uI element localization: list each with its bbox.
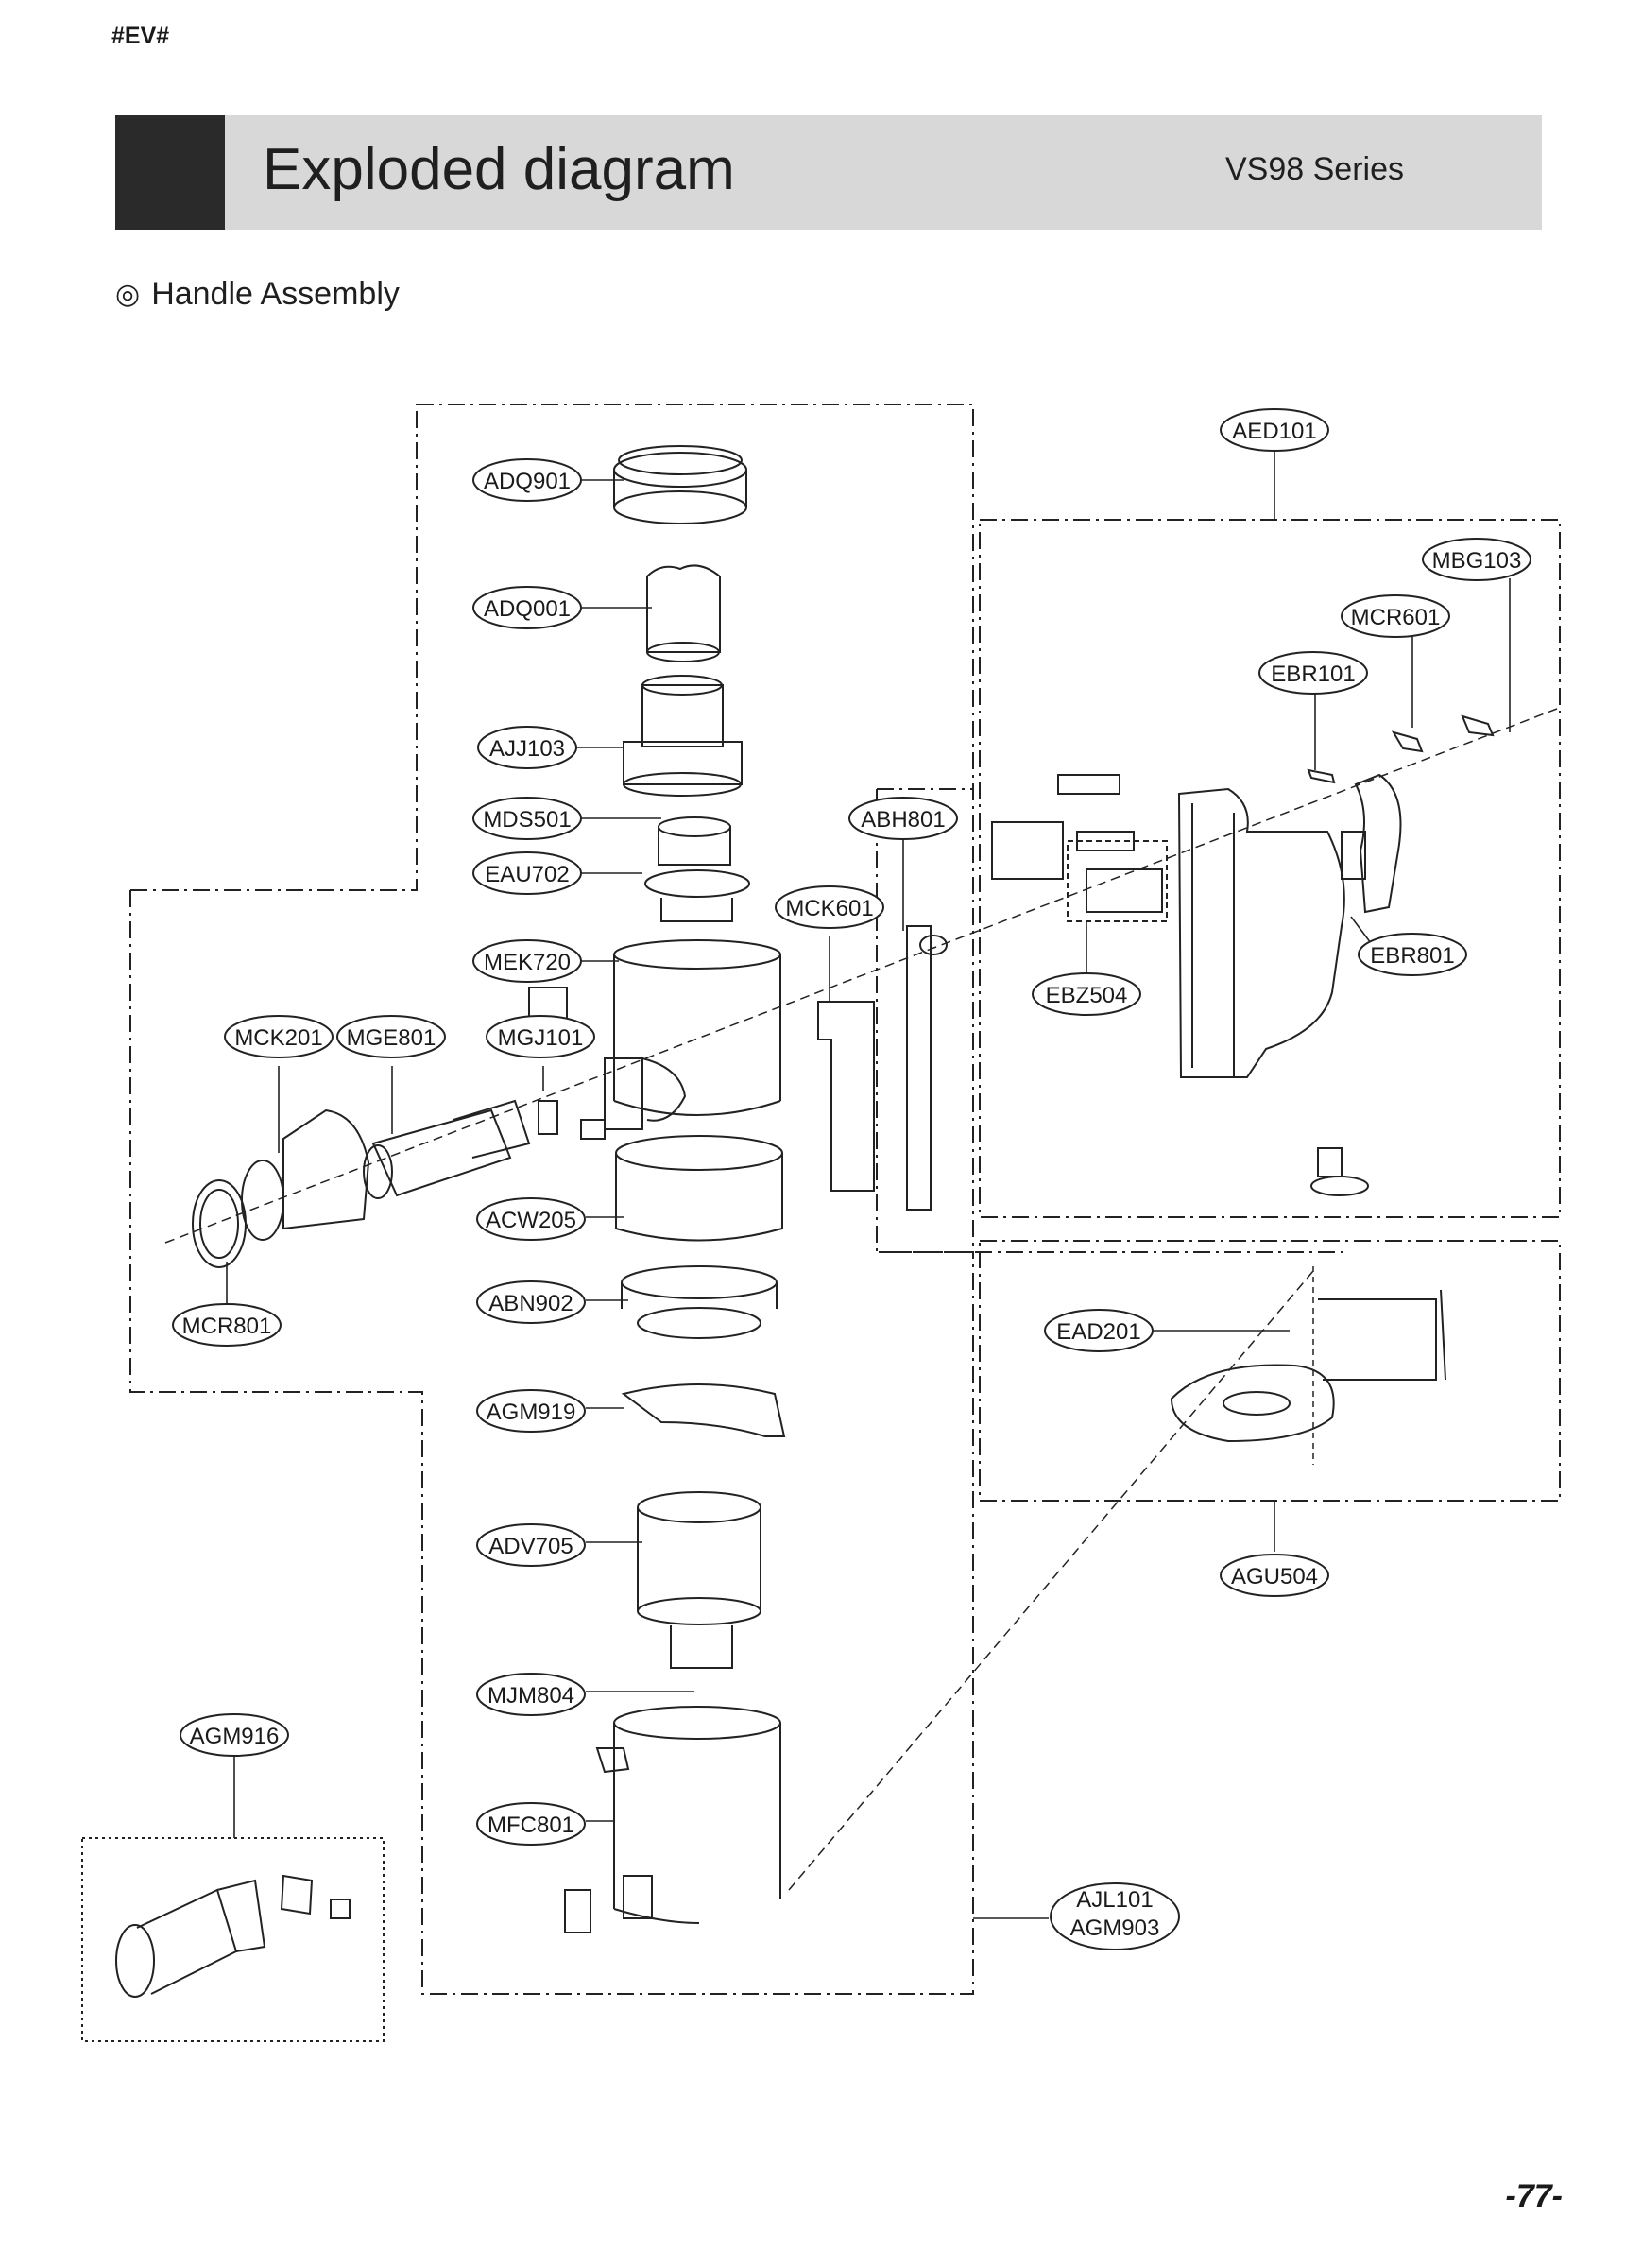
part-connector-tube	[363, 1099, 531, 1199]
part-nozzle-cone	[241, 1108, 370, 1241]
svg-text:EBZ504: EBZ504	[1046, 983, 1128, 1008]
part-lower-cover	[621, 1383, 786, 1437]
part-filter-cap	[613, 445, 747, 524]
callout-mgj101: MGJ101	[486, 1015, 595, 1058]
callout-mck601: MCK601	[775, 885, 884, 929]
part-base-station	[1170, 1289, 1446, 1443]
part-side-rail	[528, 925, 948, 1211]
part-mcr601-piece	[1391, 730, 1424, 753]
callout-mcr601: MCR601	[1341, 594, 1450, 638]
callout-acw205: ACW205	[476, 1197, 586, 1241]
callout-ebr801: EBR801	[1358, 933, 1467, 976]
callout-ebr101: EBR101	[1258, 651, 1368, 695]
callout-adq901: ADQ901	[472, 458, 582, 502]
callout-labels: ADQ901 ADQ001 AJJ103 MDS501 EAU702 MEK72…	[172, 408, 1531, 1950]
callout-ajj103: AJJ103	[477, 726, 577, 769]
document-tag: #EV#	[111, 23, 170, 49]
part-motor-housing	[623, 675, 743, 797]
svg-text:MEK720: MEK720	[484, 950, 571, 975]
svg-text:MFC801: MFC801	[487, 1813, 574, 1838]
svg-text:EBR801: EBR801	[1370, 943, 1454, 969]
svg-text:MBG103: MBG103	[1432, 548, 1522, 574]
svg-text:MGJ101: MGJ101	[498, 1025, 584, 1051]
svg-text:AGM903: AGM903	[1070, 1916, 1160, 1941]
svg-text:EAD201: EAD201	[1056, 1319, 1140, 1345]
banner-accent-block	[115, 115, 225, 230]
svg-text:EAU702: EAU702	[485, 862, 569, 887]
part-end-ring	[192, 1179, 247, 1268]
svg-text:AGM919: AGM919	[487, 1400, 576, 1425]
agu504-group-outline	[979, 1240, 1561, 1502]
callout-mck201: MCK201	[224, 1015, 334, 1058]
linked-outline	[876, 788, 1346, 1253]
svg-text:MGE801: MGE801	[347, 1025, 436, 1051]
part-small-latch	[538, 1100, 606, 1140]
callout-eau702: EAU702	[472, 851, 582, 895]
section-title: Handle Assembly	[151, 276, 400, 312]
svg-text:ADQ901: ADQ901	[484, 469, 571, 494]
part-mesh-ring	[621, 1265, 778, 1339]
part-motor-stack	[637, 1491, 761, 1669]
part-pcb-boards	[991, 774, 1168, 922]
part-cyclone-cup	[615, 1135, 783, 1242]
svg-text:AED101: AED101	[1232, 419, 1316, 444]
series-label: VS98 Series	[1225, 151, 1404, 187]
svg-text:MCK201: MCK201	[234, 1025, 322, 1051]
part-dust-bin	[564, 1706, 781, 1933]
svg-text:AJL101: AJL101	[1076, 1887, 1153, 1913]
callout-abh801: ABH801	[848, 797, 958, 840]
svg-text:MCR601: MCR601	[1351, 605, 1441, 630]
svg-text:MDS501: MDS501	[483, 807, 571, 833]
svg-text:MCR801: MCR801	[182, 1314, 272, 1339]
callout-agu504: AGU504	[1220, 1554, 1329, 1597]
svg-text:MJM804: MJM804	[487, 1683, 574, 1709]
callout-mbg103: MBG103	[1422, 538, 1531, 581]
svg-text:ADQ001: ADQ001	[484, 596, 571, 622]
part-grip	[1354, 773, 1402, 914]
page-number: -77-	[1505, 2178, 1563, 2214]
part-ebr101-piece	[1307, 768, 1336, 784]
part-button-small	[1310, 1147, 1369, 1196]
part-filter-star	[646, 564, 721, 662]
svg-text:ADV705: ADV705	[488, 1534, 573, 1559]
callout-aed101: AED101	[1220, 408, 1329, 452]
svg-text:ABH801: ABH801	[861, 807, 945, 833]
svg-text:AJJ103: AJJ103	[489, 736, 565, 762]
part-cyclone-body	[604, 939, 781, 1130]
callout-mds501: MDS501	[472, 797, 582, 840]
svg-text:ACW205: ACW205	[486, 1208, 576, 1233]
callout-mge801: MGE801	[336, 1015, 446, 1058]
callout-abn902: ABN902	[476, 1280, 586, 1324]
callout-agm919: AGM919	[476, 1389, 586, 1433]
part-mbg103-piece	[1461, 714, 1495, 737]
svg-text:ABN902: ABN902	[488, 1291, 573, 1316]
svg-text:MCK601: MCK601	[785, 896, 873, 921]
callout-ead201: EAD201	[1044, 1309, 1154, 1352]
double-circle-bullet-icon: ◎	[115, 279, 141, 310]
part-motor-ring	[644, 816, 750, 922]
agm916-group-outline	[81, 1837, 385, 2042]
title-banner: Exploded diagram VS98 Series	[115, 115, 1542, 230]
callout-adv705: ADV705	[476, 1523, 586, 1567]
callout-ebz504: EBZ504	[1032, 972, 1141, 1016]
assembly-axis-line	[164, 708, 1558, 1244]
part-switch-plate	[1341, 831, 1366, 880]
callout-mcr801: MCR801	[172, 1303, 282, 1347]
svg-text:AGU504: AGU504	[1231, 1564, 1318, 1589]
leader-lines	[226, 450, 1511, 1919]
svg-text:AGM916: AGM916	[190, 1724, 280, 1749]
section-heading: ◎ Handle Assembly	[115, 276, 400, 313]
callout-mfc801: MFC801	[476, 1802, 586, 1846]
aed101-group-outline	[979, 519, 1561, 1218]
part-agm916-inset	[115, 1874, 351, 1998]
part-handle-shell	[1177, 787, 1345, 1078]
callout-adq001: ADQ001	[472, 586, 582, 629]
svg-text:EBR101: EBR101	[1271, 662, 1355, 687]
callout-mek720: MEK720	[472, 939, 582, 983]
callout-mjm804: MJM804	[476, 1673, 586, 1716]
page-title: Exploded diagram	[263, 137, 735, 202]
callout-agm916: AGM916	[180, 1713, 289, 1757]
